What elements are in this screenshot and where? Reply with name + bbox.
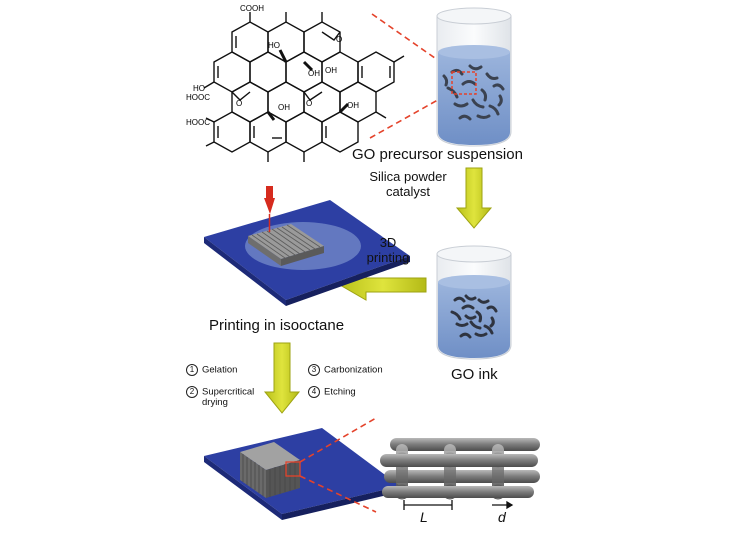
label-3d: 3D <box>379 235 397 250</box>
label-3d-printing: 3D printing <box>360 235 416 266</box>
go-ink-aggregate <box>450 294 498 339</box>
dimension-L <box>403 500 453 510</box>
go-molecule-labels: COOH HO HO OH O O OH O HOOC HOOC OH OH <box>186 4 359 127</box>
label-silica-powder-catalyst: Silica powder catalyst <box>360 169 456 200</box>
chem-label-oh-right-upper: OH <box>325 66 337 75</box>
step-label-carbonization: Carbonization <box>324 364 383 376</box>
chem-label-ho-top: HO <box>268 41 280 50</box>
zoom-box-lattice <box>285 461 301 477</box>
magnified-rod-lattice <box>380 438 540 510</box>
label-go-precursor-suspension: GO precursor suspension <box>352 146 523 163</box>
chem-label-o-center: O <box>306 99 312 108</box>
chem-label-oh-mid: OH <box>308 69 320 78</box>
zoom-lines-bottom <box>299 417 377 513</box>
label-silica-line1: Silica powder <box>369 169 447 184</box>
final-lattice <box>240 442 301 498</box>
chem-label-hooc-upper: HOOC <box>186 93 210 102</box>
step-supercritical-drying: 2 Supercritical drying <box>186 386 254 409</box>
label-dimension-d: d <box>498 509 506 525</box>
arrow-down-right <box>455 167 493 229</box>
step-number-3: 3 <box>308 364 320 376</box>
step-gelation: 1 Gelation <box>186 364 237 376</box>
final-platform <box>204 428 400 520</box>
label-silica-line2: catalyst <box>385 183 431 199</box>
chem-label-o-left: O <box>236 99 242 108</box>
printing-platform <box>204 186 410 306</box>
step-carbonization: 3 Carbonization <box>308 364 383 376</box>
label-dimension-L: L <box>420 509 428 525</box>
zoom-box-beaker <box>451 71 477 95</box>
dimension-d <box>492 500 514 510</box>
step-label-gelation: Gelation <box>202 364 238 376</box>
step-label-supercritical: Supercritical <box>202 386 255 398</box>
chem-label-oh-center: OH <box>278 103 290 112</box>
step-label-etching: Etching <box>324 386 356 398</box>
chem-label-o-top: O <box>336 35 342 44</box>
printed-lattice <box>248 224 324 266</box>
label-go-ink: GO ink <box>451 366 498 383</box>
chem-label-hooc-lower: HOOC <box>186 118 210 127</box>
chem-label-oh-right: OH <box>347 101 359 110</box>
step-etching: 4 Etching <box>308 386 356 398</box>
go-molecule-structure <box>203 12 405 162</box>
beaker-go-precursor <box>436 7 512 147</box>
printing-nozzle <box>264 186 275 232</box>
go-flakes-dispersed <box>442 64 505 121</box>
label-printing-in-isooctane: Printing in isooctane <box>209 317 345 334</box>
beaker-go-ink <box>436 245 512 360</box>
chem-label-ho-left: HO <box>193 84 205 93</box>
step-number-4: 4 <box>308 386 320 398</box>
step-number-1: 1 <box>186 364 198 376</box>
step-number-2: 2 <box>186 386 198 398</box>
label-printing: printing <box>366 249 410 265</box>
step-label-drying: drying <box>202 397 228 409</box>
chem-label-cooh: COOH <box>240 4 264 13</box>
arrow-down-left <box>263 342 301 414</box>
